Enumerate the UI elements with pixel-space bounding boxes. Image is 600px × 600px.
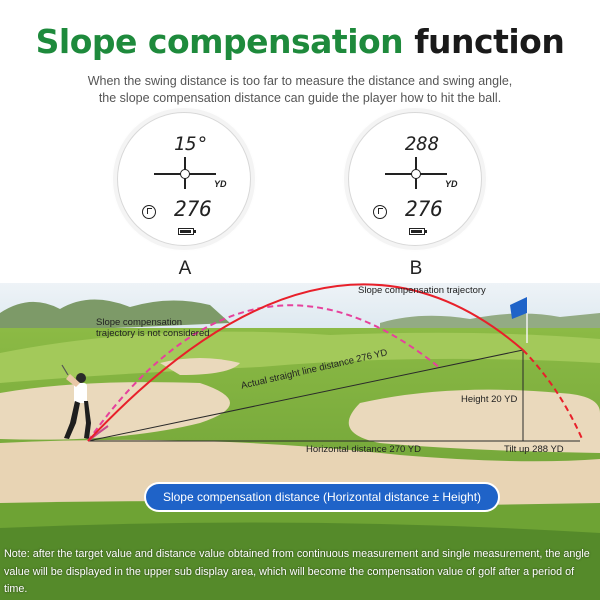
reticle-icon [411,169,421,179]
unit-label: YD [214,179,227,189]
title-highlight: Slope compensation [35,22,404,61]
footnote: Note: after the target value and distanc… [4,548,590,595]
page-title: Slope compensation function [0,22,600,61]
tilt-label: Tilt up 288 YD [504,444,564,455]
slope-trajectory-label: Slope compensation trajectory [358,285,486,296]
horizontal-distance-label: Horizontal distance 270 YD [306,444,421,455]
green-ridge [0,331,600,383]
battery-icon [409,228,427,235]
height-label: Height 20 YD [461,394,518,405]
flag-icon [510,297,527,319]
golf-course-scene: Slope compensation trajectory Slope comp… [0,283,600,600]
compensated-trajectory-extension [522,349,584,442]
flag-mode-icon [142,205,156,219]
bunker-right [348,389,600,453]
no-slope-label: Slope compensation trajectory is not con… [96,317,210,339]
flag-mode-icon [373,205,387,219]
unit-label: YD [445,179,458,189]
compensated-trajectory [87,283,524,442]
tree-line [0,299,230,333]
subtitle-line-2: the slope compensation distance can guid… [98,91,502,105]
title-rest: function [414,22,565,61]
display-label-a: A [178,258,192,279]
subtitle: When the swing distance is too far to me… [0,73,600,107]
angle-readout: 15° [173,133,209,155]
distance-readout: 276 [174,197,212,221]
distance-readout: 276 [405,197,443,221]
no-slope-label-line-2: trajectory is not considered [96,328,210,339]
rangefinder-display-a: 15° YD 276 [117,112,251,246]
display-label-b: B [409,258,423,279]
foreground-grass-dark [0,522,600,600]
compensated-readout: 288 [404,133,440,155]
no-slope-label-line-1: Slope compensation [96,317,183,328]
golfer-figure [61,364,91,439]
straight-line-distance [87,349,524,442]
formula-badge: Slope compensation distance (Horizontal … [146,484,498,510]
battery-icon [178,228,196,235]
uncompensated-trajectory [87,304,441,442]
reticle-icon [180,169,190,179]
bunker-top [160,358,240,375]
rangefinder-display-b: 288 YD 276 [348,112,482,246]
subtitle-line-1: When the swing distance is too far to me… [87,74,513,88]
bunker-left [0,382,230,440]
